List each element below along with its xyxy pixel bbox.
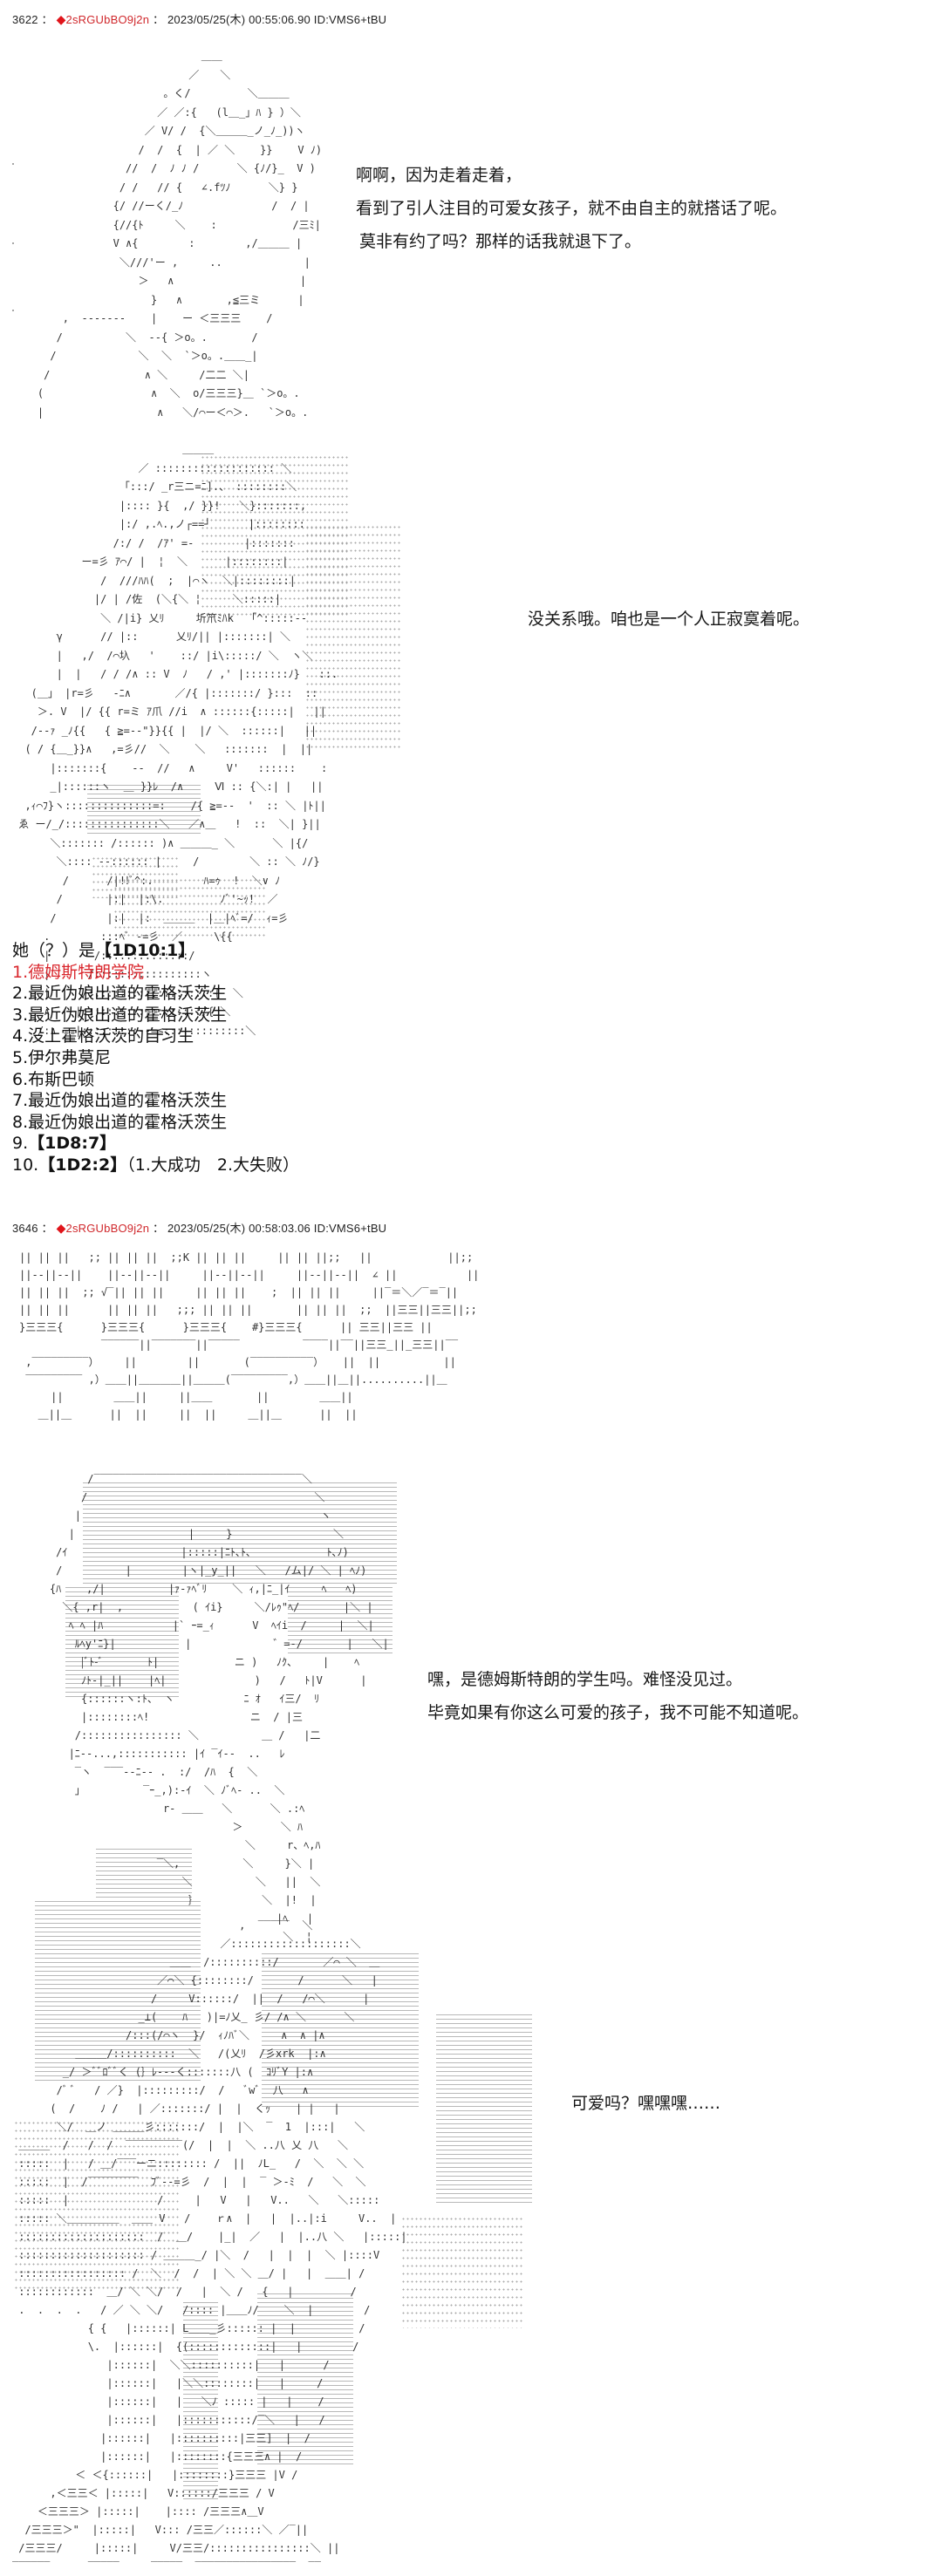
background-dot-shading <box>14 2119 180 2293</box>
trip-code: 2sRGUbBO9j2n <box>65 1222 150 1235</box>
roll-option-1: 1.德姆斯特朗学院 <box>12 962 145 982</box>
ascii-art-girl-long-hair: ＿＿＿ ／ ::::::::::::::::::: ＼ 「:::/ _r三ニ=ﾆ… <box>18 443 338 1037</box>
dialogue-line: 啊啊，因为走着走着， <box>356 166 522 185</box>
dialogue-line: 嘿，是德姆斯特朗的学生吗。难怪没见过。 <box>427 1670 743 1689</box>
dice-roll-list: 她（？）是【1D10:1】 1.德姆斯特朗学院 2.最近伪娘出道的霍格沃茨生 3… <box>12 940 299 1176</box>
post-header: 3622 ： ◆2sRGUbBO9j2n ： 2023/05/25(木) 00:… <box>12 10 386 27</box>
post-date: 2023/05/25(木) 00:55:06.90 <box>167 13 311 26</box>
post-id[interactable]: ID:VMS6+tBU <box>313 1222 387 1235</box>
roll-note: （1.大成功 2.大失败） <box>126 1155 300 1175</box>
hair-hatch <box>288 1587 392 1657</box>
dialogue-line: 毕竟如果有你这么可爱的孩子，我不可能不知道呢。 <box>427 1703 809 1722</box>
separator: ： <box>41 13 53 26</box>
roll-option-10: 10.【1D2:2】（1.大成功 2.大失败） <box>12 1155 299 1176</box>
skirt-dot-shading <box>113 876 266 937</box>
separator: ： <box>41 1222 53 1235</box>
background-dot-shading <box>401 2215 523 2328</box>
separator: ： <box>152 1222 165 1235</box>
option-number: 9. <box>12 1134 29 1154</box>
post-date: 2023/05/25(木) 00:58:03.06 <box>167 1222 311 1235</box>
dialogue-block: 嘿，是德姆斯特朗的学生吗。难怪没见过。 毕竟如果有你这么可爱的孩子，我不可能不知… <box>427 1663 809 1729</box>
roll-option-7: 7.最近伪娘出道的霍格沃茨生 <box>12 1091 228 1111</box>
coat-hatch <box>35 1901 201 2084</box>
roll-option-3: 3.最近伪娘出道的霍格沃茨生 <box>12 1005 228 1025</box>
roll-option-4: 4.没上霍格沃茨的自习生 <box>12 1026 195 1046</box>
dialogue-block: 可爱吗？嘿嘿嘿…… <box>571 2087 720 2120</box>
dialogue-line: 莫非有约了吗？那样的话我就退下了。 <box>359 232 642 251</box>
ascii-art-boy-short-hair: /‾‾‾‾‾‾‾‾‾‾‾‾‾‾‾‾‾‾‾‾‾‾‾‾‾‾‾‾‾‾‾‾‾＼ / ＼ … <box>49 1473 389 1943</box>
dialogue-line: 没关系哦。咱也是一个人正寂寞着呢。 <box>528 610 810 629</box>
post-id[interactable]: ID:VMS6+tBU <box>313 13 387 26</box>
sleeve-hatch <box>87 785 201 837</box>
hair-hatch <box>65 1587 179 1700</box>
roll-result: 【1D8:7】 <box>28 1134 117 1154</box>
hair-hatch <box>262 1953 419 2110</box>
roll-question: 她（？）是【1D10:1】 <box>12 940 299 962</box>
roll-option-5: 5.伊尔弗莫尼 <box>12 1047 112 1067</box>
roll-option-9: 9.【1D8:7】 <box>12 1133 299 1155</box>
roll-option-8: 8.最近伪娘出道的霍格沃茨生 <box>12 1112 228 1132</box>
ascii-art-castle-banner: || || || ;; || || || ;;K || || || || || … <box>19 1251 480 1421</box>
roll-option-2: 2.最近伪娘出道的霍格沃茨生 <box>12 984 228 1004</box>
hair-hatch <box>83 1482 397 1587</box>
roll-option-6: 6.布斯巴顿 <box>12 1069 95 1089</box>
leg-hatch <box>183 2302 218 2503</box>
dialogue-block: 啊啊，因为走着走着， 看到了引人注目的可爱女孩子，就不由自主的就搭话了呢。 莫非… <box>356 159 787 258</box>
margin-dot <box>12 310 14 311</box>
trip-diamond-icon: ◆ <box>56 1221 66 1235</box>
dialogue-line: 可爱吗？嘿嘿嘿…… <box>571 2094 721 2113</box>
trip-code: 2sRGUbBO9j2n <box>65 13 150 26</box>
dialogue-line: 看到了引人注目的可爱女孩子，就不由自主的就搭话了呢。 <box>356 199 788 218</box>
option-number: 10. <box>12 1155 39 1175</box>
ascii-art-girl-posing: , ‾‾‾‾‾ ＼ ／:::::::::::::::::::＼ ＿＿ /::::… <box>12 1919 407 2573</box>
dialogue-block: 没关系哦。咱也是一个人正寂寞着呢。 <box>528 603 809 636</box>
post-number[interactable]: 3622 <box>12 13 38 26</box>
post-header: 3646 ： ◆2sRGUbBO9j2n ： 2023/05/25(木) 00:… <box>12 1219 386 1236</box>
skirt-hatch <box>257 2293 353 2468</box>
cape-hatch <box>436 2014 532 2206</box>
roll-question-text: 她（？）是 <box>12 941 96 960</box>
post-number[interactable]: 3646 <box>12 1222 38 1235</box>
margin-dot <box>12 163 14 165</box>
separator: ： <box>152 13 165 26</box>
trip-diamond-icon: ◆ <box>56 12 66 26</box>
margin-dot <box>12 242 14 244</box>
roll-result: 【1D10:1】 <box>95 941 195 960</box>
coat-hatch <box>96 1849 192 1901</box>
hair-dot-shading <box>305 523 401 750</box>
roll-result: 【1D2:2】 <box>38 1155 127 1175</box>
ascii-art-male-portrait: ＿＿ ／ ＼ 。く/ ＼＿＿＿ ／ ／:{ (l＿_」ﾊ } ）＼ ／ V/ /… <box>37 50 323 419</box>
